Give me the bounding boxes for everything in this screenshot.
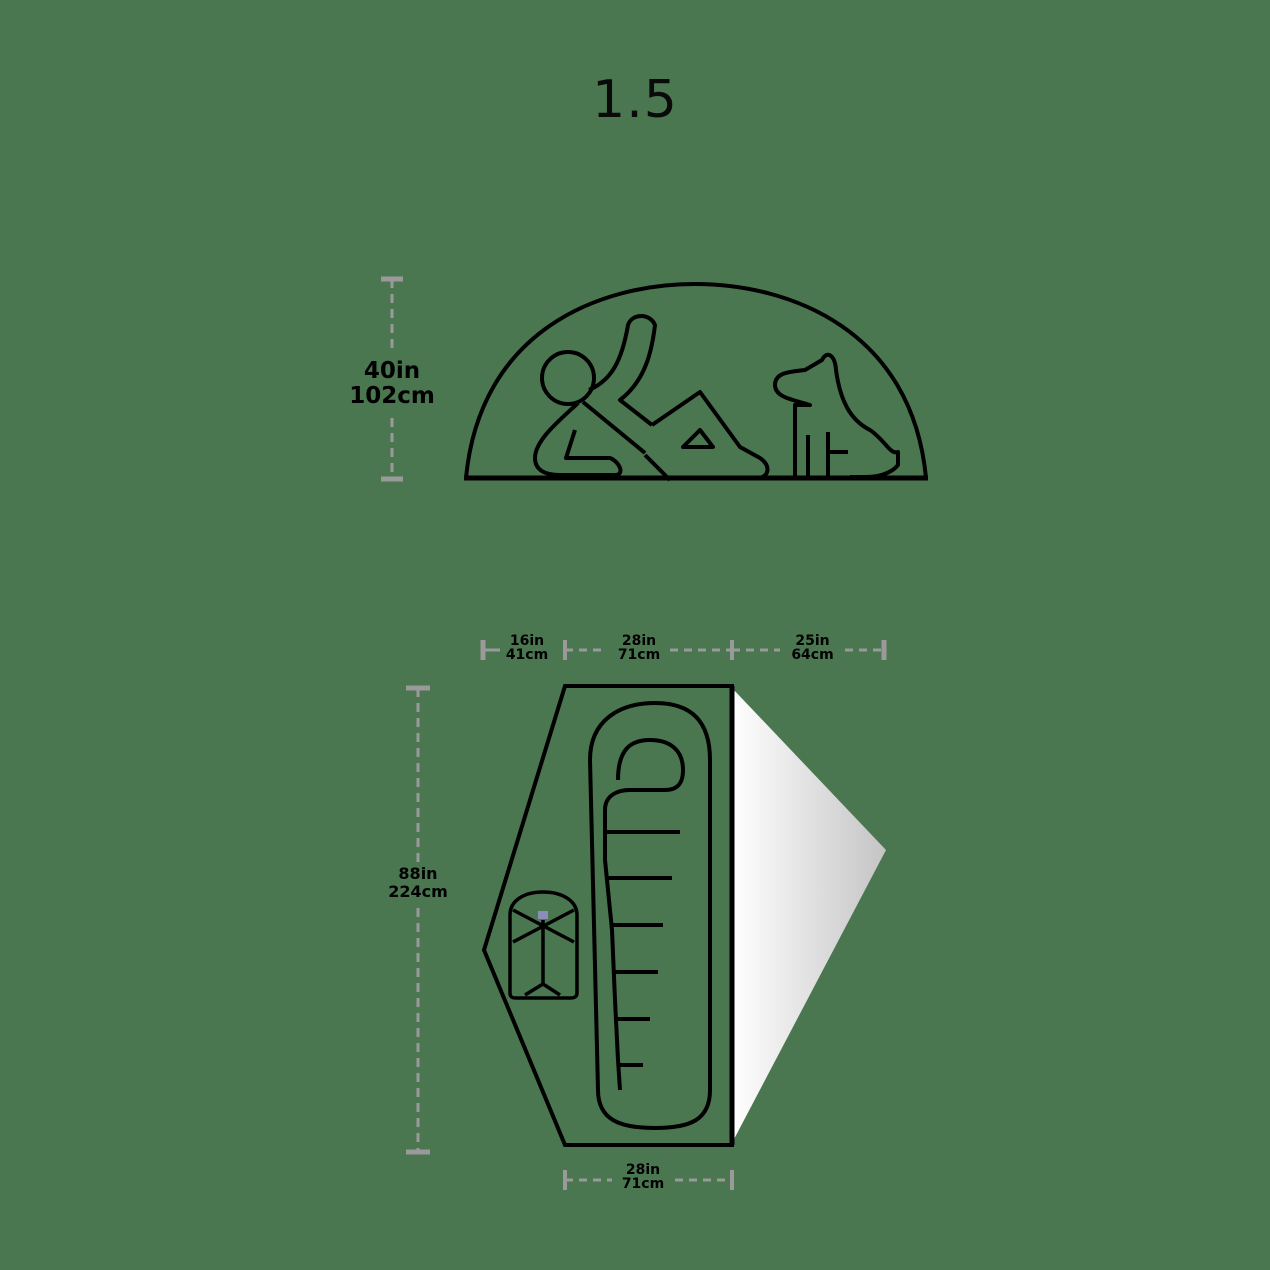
dim-label-floor-bottom: 28in 71cm: [612, 1163, 674, 1191]
sleeping-bag-icon: [587, 700, 712, 1131]
dog-icon: [773, 352, 900, 479]
backpack-icon: [508, 890, 579, 1000]
length-imperial: 88in: [398, 864, 438, 883]
dim-metric: 71cm: [617, 647, 661, 663]
model-title: 1.5: [592, 70, 678, 130]
height-metric: 102cm: [349, 383, 435, 409]
dim-imperial: 28in: [621, 633, 657, 649]
dim-label-floor-width: 28in 71cm: [608, 634, 670, 662]
length-dimension-line: [406, 685, 430, 1155]
height-imperial: 40in: [363, 358, 421, 384]
dim-metric: 64cm: [791, 647, 834, 663]
tent-floor: [481, 684, 735, 1147]
height-dimension-line: [381, 276, 403, 482]
vestibule-area: [732, 688, 886, 1143]
dim-metric: 41cm: [505, 647, 549, 663]
dim-imperial: 16in: [509, 633, 545, 649]
bottom-width-dimension-line: [563, 1170, 734, 1190]
length-metric: 224cm: [388, 882, 448, 901]
dim-label-vestibule-right: 25in 64cm: [780, 634, 845, 662]
width-dimension-line: [480, 640, 887, 660]
dim-imperial: 25in: [795, 633, 830, 649]
backpack-logo-icon: [538, 911, 548, 919]
length-label: 88in 224cm: [376, 866, 460, 900]
dim-metric: 71cm: [621, 1176, 665, 1192]
height-label: 40in 102cm: [340, 360, 444, 408]
dim-imperial: 28in: [625, 1162, 661, 1178]
dim-label-vestibule-left: 16in 41cm: [497, 634, 557, 662]
person-icon: [533, 314, 770, 482]
